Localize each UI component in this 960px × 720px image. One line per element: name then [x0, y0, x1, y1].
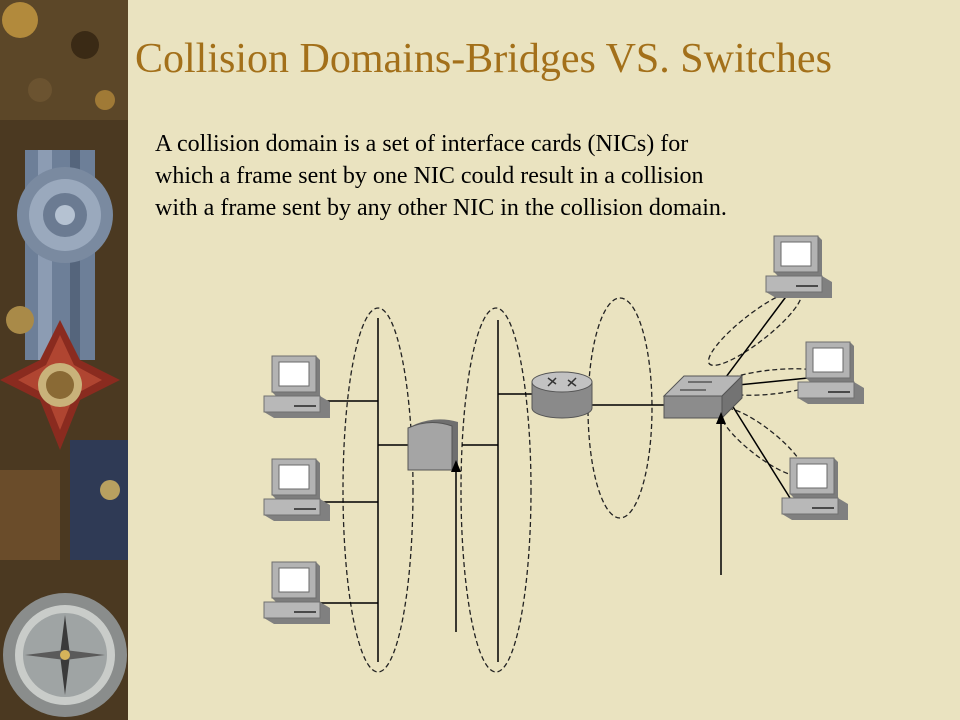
slide-body-text: A collision domain is a set of interface…	[155, 128, 955, 224]
arrow-head	[451, 460, 461, 472]
router-icon	[531, 371, 593, 419]
bridge-icon	[407, 419, 458, 471]
arrow-head	[716, 412, 726, 424]
slide-title: Collision Domains-Bridges VS. Switches	[135, 36, 832, 82]
link-switch-pc6	[724, 393, 791, 499]
pc-icon	[781, 457, 849, 521]
pc-icon	[765, 235, 833, 299]
collision-domain-outline	[342, 307, 414, 673]
pc-icon	[263, 561, 331, 625]
collision-domain-outline	[719, 407, 805, 477]
body-line: which a frame sent by one NIC could resu…	[155, 163, 704, 189]
sidebar-artwork	[0, 0, 128, 720]
body-line: A collision domain is a set of interface…	[155, 131, 689, 157]
link-switch-pc4	[719, 293, 789, 386]
body-line: with a frame sent by any other NIC in th…	[155, 195, 727, 221]
collision-domain-outline	[587, 297, 653, 519]
pc-icon	[797, 341, 865, 405]
collision-domain-outline	[460, 307, 532, 673]
collision-domain-outline	[716, 368, 828, 396]
link-switch-pc5	[727, 377, 809, 387]
collision-domain-outline	[707, 289, 803, 367]
pc-icon	[263, 458, 331, 522]
decorative-sidebar	[0, 0, 128, 720]
switch-icon	[662, 374, 744, 420]
pc-icon	[263, 355, 331, 419]
